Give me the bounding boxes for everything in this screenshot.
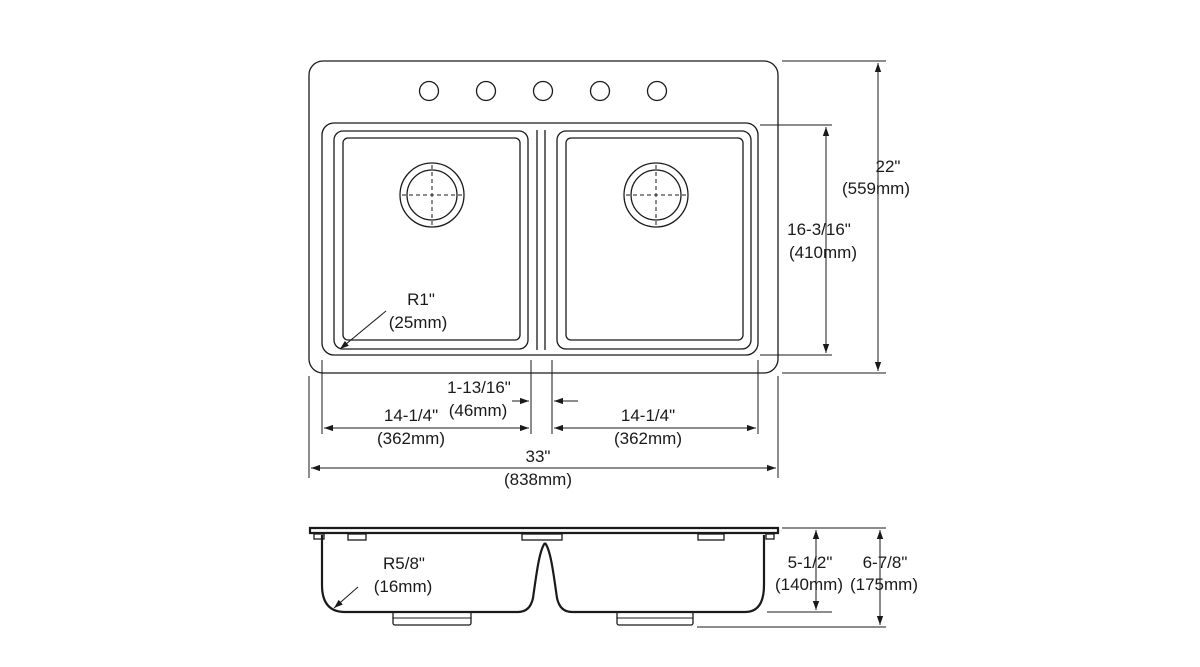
left-bowl [333,130,529,350]
overall-depth-label: 6-7/8" [863,553,908,572]
overall-height-metric: (559mm) [842,179,910,198]
right-bowl-width-metric: (362mm) [614,429,682,448]
divider-width-metric: (46mm) [449,401,508,420]
left-bowl-inner [342,137,521,341]
faucet-hole [646,80,668,102]
sink-rim [308,526,780,535]
overall-height-label: 22" [876,157,901,176]
corner-radius-metric: (25mm) [389,313,448,332]
sink-outline [308,60,779,374]
overall-width-metric: (838mm) [504,470,572,489]
corner-radius-leader [339,310,387,350]
bowl-recess-outline [321,122,759,356]
right-bowl-width-label: 14-1/4" [621,406,675,425]
divider-width-label: 1-13/16" [447,378,511,397]
left-bowl-width-metric: (362mm) [377,429,445,448]
left-bowl-body [320,535,546,614]
bowl-height-metric: (410mm) [789,243,857,262]
faucet-hole [475,80,497,102]
mounting-clips [313,533,775,541]
bowl-depth-label: 5-1/2" [788,553,833,572]
bottom-radius-metric: (16mm) [374,577,433,596]
faucet-hole [589,80,611,102]
left-drain [399,162,465,228]
faucet-hole [532,80,554,102]
right-bowl-inner [565,137,744,341]
overall-width-label: 33" [526,447,551,466]
overall-depth-metric: (175mm) [850,575,918,594]
right-bowl [556,130,752,350]
left-bowl-width-label: 14-1/4" [384,406,438,425]
right-bowl-body [544,535,766,614]
bowl-depth-metric: (140mm) [775,575,843,594]
faucet-holes [418,80,668,102]
bottom-radius-leader [333,586,359,609]
plan-view: 22" (559mm) 16-3/16" (410mm) R1" (25mm) … [308,60,910,489]
bowl-height-label: 16-3/16" [787,220,851,239]
side-view: R5/8" (16mm) 5-1/2" (140mm) 6-7/8" (175m… [308,526,918,628]
bottom-radius-label: R5/8" [383,554,425,573]
corner-radius-label: R1" [407,290,435,309]
faucet-hole [418,80,440,102]
right-drain [623,162,689,228]
